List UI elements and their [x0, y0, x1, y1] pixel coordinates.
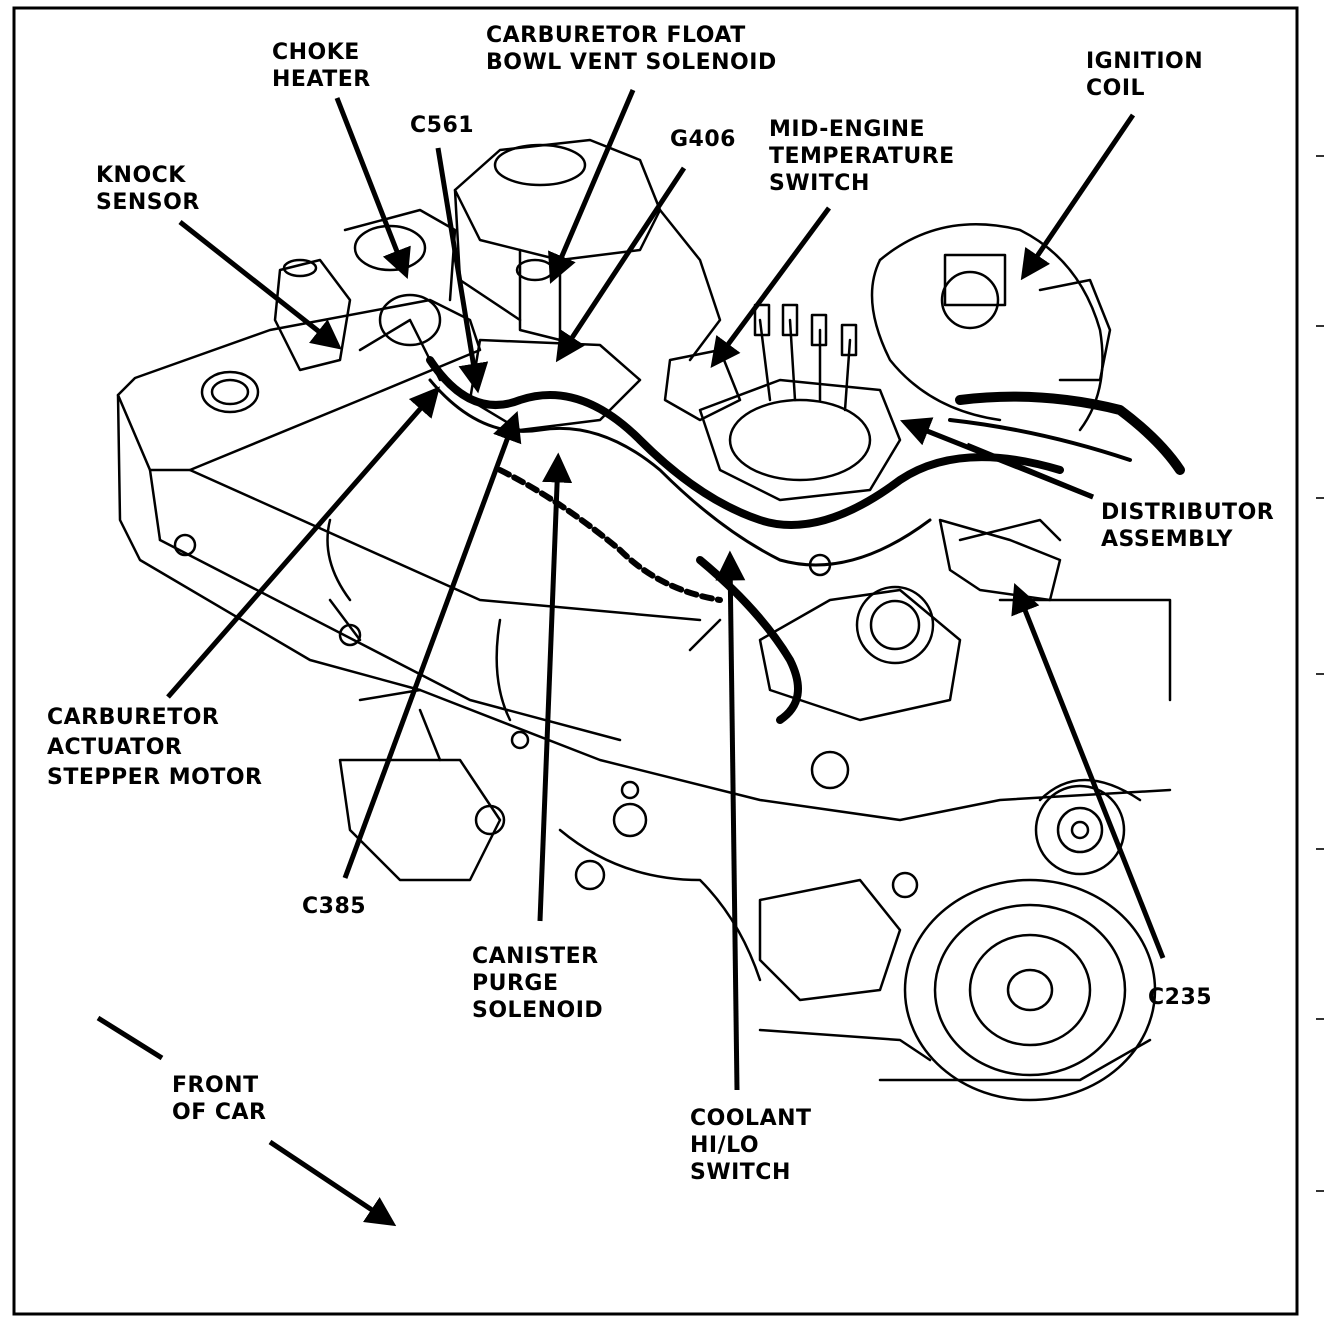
label-line: STEPPER MOTOR — [47, 765, 263, 790]
label-line: SWITCH — [769, 171, 870, 196]
arrow-choke-heater — [334, 97, 411, 279]
edge-tick — [1316, 848, 1324, 850]
arrow-c561 — [435, 147, 489, 394]
label-line: DISTRIBUTOR — [1101, 500, 1275, 525]
label-line: C385 — [302, 894, 367, 919]
arrow-distributor-2 — [966, 442, 1094, 500]
label-line: COIL — [1086, 76, 1146, 101]
edge-tick — [1316, 497, 1324, 499]
label-line: C235 — [1148, 985, 1213, 1010]
label-mid-engine-temp: MID-ENGINE TEMPERATURE SWITCH — [769, 116, 955, 197]
leader-arrows — [166, 89, 1166, 1091]
arrow-ignition-coil — [1020, 113, 1136, 281]
arrow-coolant-switch — [715, 550, 746, 1091]
label-line: C561 — [410, 113, 475, 138]
label-line: CARBURETOR — [47, 705, 220, 730]
edge-tick — [1316, 325, 1324, 327]
label-g406: G406 — [670, 126, 736, 153]
arrow-canister-purge — [537, 452, 573, 922]
label-c385: C385 — [302, 893, 366, 920]
label-line: HEATER — [272, 67, 371, 92]
label-coolant-switch: COOLANT HI/LO SWITCH — [690, 1105, 812, 1186]
label-line: SWITCH — [690, 1160, 791, 1185]
label-canister-purge: CANISTER PURGE SOLENOID — [472, 943, 603, 1024]
edge-tick — [1316, 1190, 1324, 1192]
label-line: OF CAR — [172, 1100, 267, 1125]
arrow-g406 — [555, 166, 687, 363]
label-line: SENSOR — [96, 190, 200, 215]
label-carb-float-vent: CARBURETOR FLOAT BOWL VENT SOLENOID — [486, 22, 777, 76]
label-ignition-coil: IGNITION COIL — [1086, 48, 1203, 102]
label-line: CHOKE — [272, 40, 360, 65]
label-c561: C561 — [410, 112, 474, 139]
label-line: IGNITION — [1086, 49, 1204, 74]
edge-tick — [1316, 1018, 1324, 1020]
arrow-knock-sensor — [178, 220, 342, 350]
label-distributor: DISTRIBUTOR ASSEMBLY — [1101, 499, 1274, 553]
label-line: TEMPERATURE — [769, 144, 955, 169]
arrow-mid-engine-temp — [710, 206, 832, 369]
label-line: ACTUATOR — [47, 735, 183, 760]
arrow-carb-float-vent — [548, 89, 636, 284]
label-line: ASSEMBLY — [1101, 527, 1233, 552]
label-line: CARBURETOR FLOAT — [486, 23, 746, 48]
arrow-c385 — [342, 410, 522, 879]
edge-tick — [1316, 155, 1324, 157]
label-line: SOLENOID — [472, 998, 604, 1023]
arrow-carb-actuator — [166, 386, 440, 699]
engine-illustration — [116, 138, 1185, 1102]
label-carb-actuator: CARBURETOR ACTUATOR STEPPER MOTOR — [47, 703, 263, 793]
arrow-c235 — [1011, 583, 1166, 959]
label-line: KNOCK — [96, 163, 186, 188]
label-line: G406 — [670, 127, 736, 152]
label-line: MID-ENGINE — [769, 117, 926, 142]
label-line: HI/LO — [690, 1133, 760, 1158]
label-choke-heater: CHOKE HEATER — [272, 39, 371, 93]
diagram-frame — [12, 6, 1299, 1316]
label-line: FRONT — [172, 1073, 259, 1098]
label-line: COOLANT — [690, 1106, 812, 1131]
label-line: BOWL VENT SOLENOID — [486, 50, 777, 75]
edge-tick — [1316, 673, 1324, 675]
label-knock-sensor: KNOCK SENSOR — [96, 162, 200, 216]
label-line: PURGE — [472, 971, 559, 996]
label-c235: C235 — [1148, 984, 1212, 1011]
front-of-car-arrow — [96, 1015, 397, 1227]
label-line: CANISTER — [472, 944, 599, 969]
label-front-of-car: FRONT OF CAR — [172, 1072, 267, 1126]
